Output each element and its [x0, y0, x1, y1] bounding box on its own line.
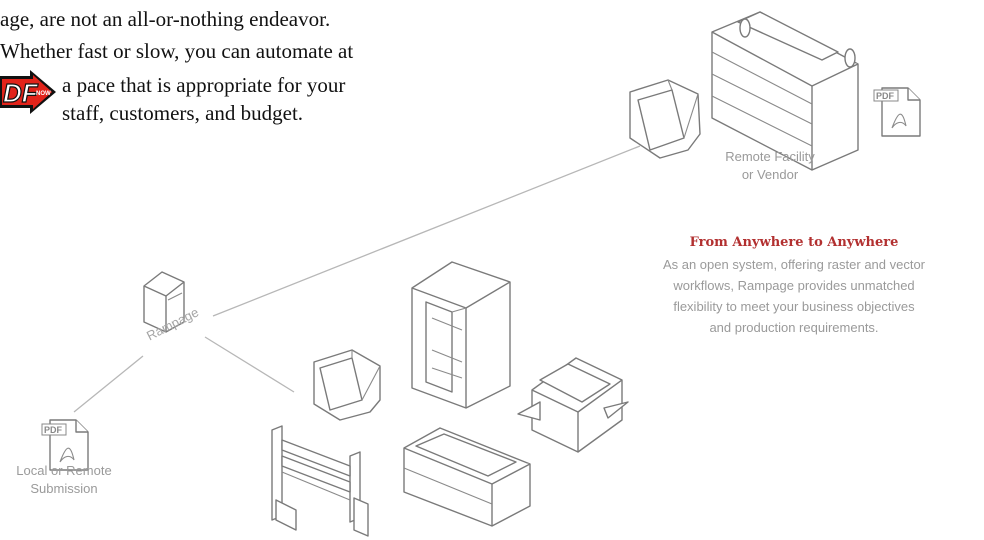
remote-pdf-label: PDF: [876, 91, 895, 101]
remote-monitor-icon: [630, 80, 700, 158]
remote-facility-line-1: Remote Facility: [700, 148, 840, 166]
local-monitor-icon: [314, 350, 380, 420]
connector-rampage-to-local-devices: [205, 337, 294, 392]
remote-wide-format-printer-icon: [712, 12, 858, 170]
anywhere-callout: From Anywhere to Anywhere As an open sys…: [634, 234, 954, 338]
local-pdf-label: PDF: [44, 425, 63, 435]
production-press-icon: [412, 262, 510, 408]
remote-facility-label: Remote Facility or Vendor: [700, 148, 840, 184]
desktop-printer-icon: [518, 358, 628, 452]
callout-body: As an open system, offering raster and v…: [634, 254, 954, 338]
remote-facility-line-2: or Vendor: [700, 166, 840, 184]
local-submission-line-1: Local or Remote: [0, 462, 128, 480]
local-submission-line-2: Submission: [0, 480, 128, 498]
remote-pdf-document-icon: PDF: [874, 88, 920, 136]
callout-heading: From Anywhere to Anywhere: [634, 234, 954, 252]
callout-line-3: flexibility to meet your business object…: [634, 296, 954, 317]
large-format-printer-icon: [404, 428, 530, 526]
callout-line-1: As an open system, offering raster and v…: [634, 254, 954, 275]
callout-line-4: and production requirements.: [634, 317, 954, 338]
wide-format-roll-printer-icon: [272, 426, 368, 536]
local-submission-label: Local or Remote Submission: [0, 462, 128, 498]
connector-submission-to-rampage: [74, 356, 143, 412]
callout-line-2: workflows, Rampage provides unmatched: [634, 275, 954, 296]
